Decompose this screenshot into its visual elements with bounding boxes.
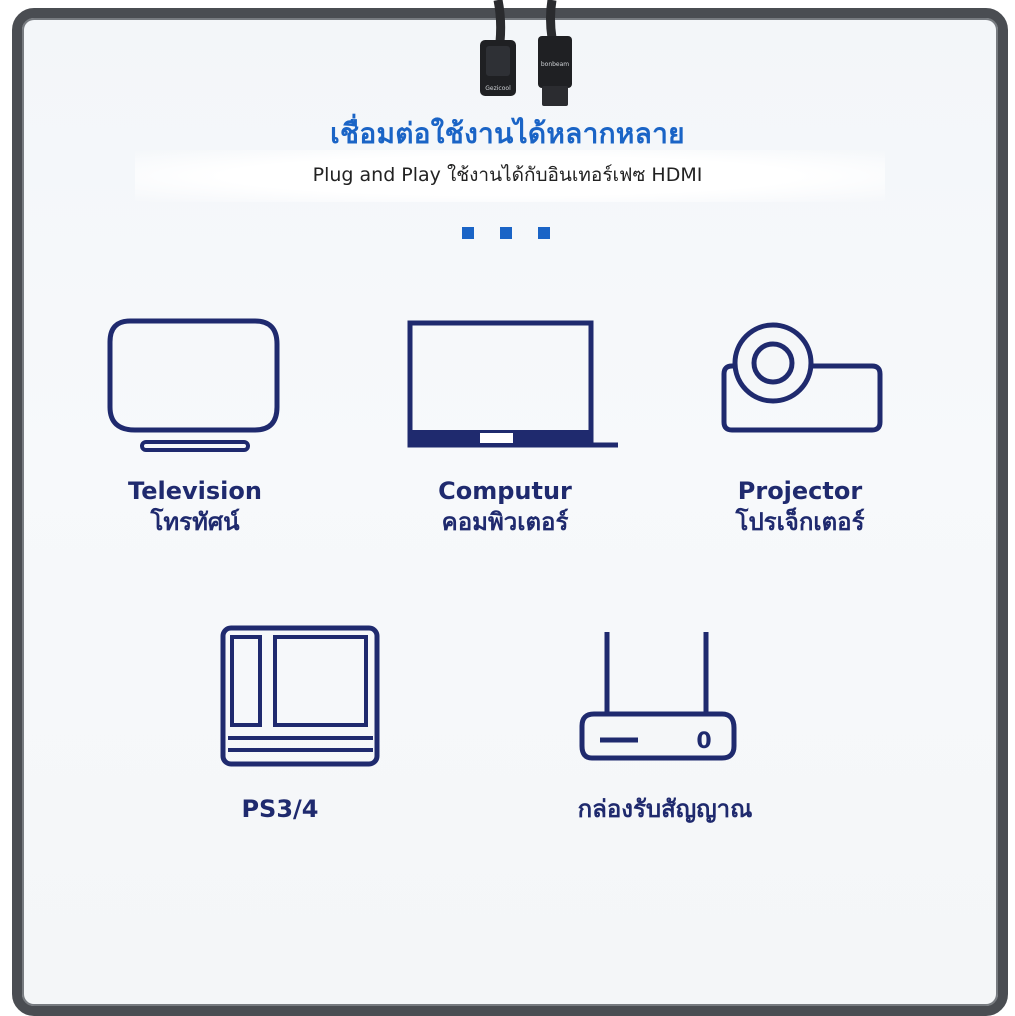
- page-subtitle: Plug and Play ใช้งานได้กับอินเทอร์เฟซ HD…: [312, 164, 703, 186]
- projector-icon: [721, 322, 883, 433]
- device-label-projector: Projector โปรเจ็กเตอร์: [690, 476, 910, 538]
- device-label-ps: PS3/4: [180, 794, 380, 825]
- device-name-en: Computur: [438, 477, 572, 505]
- set-top-box-icon: 0: [579, 632, 737, 761]
- device-name-th: คอมพิวเตอร์: [441, 508, 569, 536]
- television-icon: [107, 318, 280, 452]
- dot-divider: [462, 227, 550, 239]
- device-label-set-top-box: กล่องรับสัญญาณ: [530, 794, 800, 825]
- device-name-th: โปรเจ็กเตอร์: [735, 508, 865, 536]
- game-console-icon: [220, 625, 380, 767]
- divider-dot: [462, 227, 474, 239]
- divider-dot: [538, 227, 550, 239]
- subtitle-highlight: [135, 150, 885, 202]
- laptop-icon: [407, 320, 618, 448]
- device-label-television: Television โทรทัศน์: [80, 476, 310, 538]
- divider-dot: [500, 227, 512, 239]
- device-name-th: กล่องรับสัญญาณ: [577, 795, 753, 823]
- device-name-th: โทรทัศน์: [150, 508, 240, 536]
- device-name-en: Television: [128, 477, 262, 505]
- box-label-text: 0: [696, 729, 711, 754]
- page-title: เชื่อมต่อใช้งานได้หลากหลาย: [330, 117, 685, 150]
- device-name-en: Projector: [737, 477, 863, 505]
- device-name-en: PS3/4: [241, 795, 319, 823]
- device-label-computer: Computur คอมพิวเตอร์: [395, 476, 615, 538]
